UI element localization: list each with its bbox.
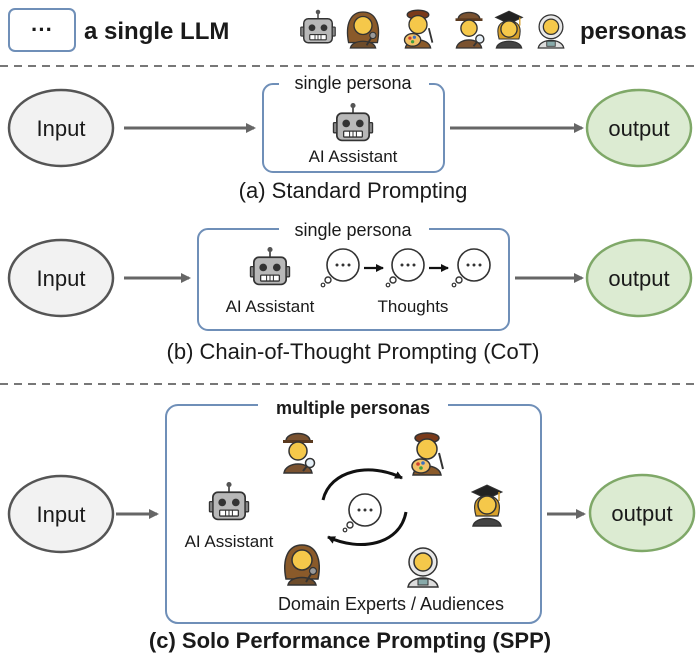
detective-icon bbox=[454, 11, 485, 49]
output-label-a: output bbox=[608, 116, 669, 141]
astronaut-icon bbox=[537, 14, 565, 49]
output-node-a bbox=[585, 88, 693, 168]
ai-assistant-label-b: AI Assistant bbox=[226, 297, 315, 316]
artist-icon bbox=[403, 9, 434, 49]
panel-standard-prompting: Input single persona AI Assistant output… bbox=[7, 71, 693, 203]
input-node-c bbox=[7, 474, 115, 554]
input-label-c: Input bbox=[37, 502, 86, 527]
robot-icon bbox=[300, 9, 336, 44]
output-node-c bbox=[588, 473, 696, 553]
caption-c: (c) Solo Performance Prompting (SPP) bbox=[149, 628, 551, 653]
panel-solo-performance: Input multiple personas AI Assistant Dom… bbox=[7, 396, 696, 653]
singer-icon bbox=[346, 11, 380, 49]
graduate-icon bbox=[494, 10, 524, 49]
panel-chain-of-thought: Input single persona AI Assistant Though… bbox=[7, 217, 693, 364]
single-persona-label-a: single persona bbox=[294, 73, 412, 93]
personas-legend-label: personas bbox=[580, 18, 687, 45]
input-node-b bbox=[7, 238, 115, 318]
llm-legend-label: a single LLM bbox=[84, 18, 229, 45]
thoughts-label: Thoughts bbox=[378, 297, 449, 316]
input-node-a bbox=[7, 88, 115, 168]
legend: ··· a single LLM personas bbox=[8, 8, 687, 52]
single-persona-label-b: single persona bbox=[294, 220, 412, 240]
domain-experts-label: Domain Experts / Audiences bbox=[278, 594, 504, 614]
multiple-personas-label: multiple personas bbox=[276, 398, 430, 418]
output-node-b bbox=[585, 238, 693, 318]
caption-a: (a) Standard Prompting bbox=[239, 178, 468, 203]
output-label-c: output bbox=[611, 501, 672, 526]
input-label-b: Input bbox=[37, 266, 86, 291]
astronaut-icon bbox=[407, 547, 439, 588]
input-label-a: Input bbox=[37, 116, 86, 141]
ai-assistant-label-a: AI Assistant bbox=[309, 147, 398, 166]
llm-box-dots: ··· bbox=[31, 17, 53, 42]
output-label-b: output bbox=[608, 266, 669, 291]
llm-box-swatch bbox=[8, 8, 76, 52]
ai-assistant-label-c: AI Assistant bbox=[185, 532, 274, 551]
cycle-arrow-top bbox=[321, 468, 403, 501]
singer-icon bbox=[283, 544, 321, 586]
cycle-arrow-bottom bbox=[327, 511, 408, 546]
caption-b: (b) Chain-of-Thought Prompting (CoT) bbox=[167, 339, 540, 364]
